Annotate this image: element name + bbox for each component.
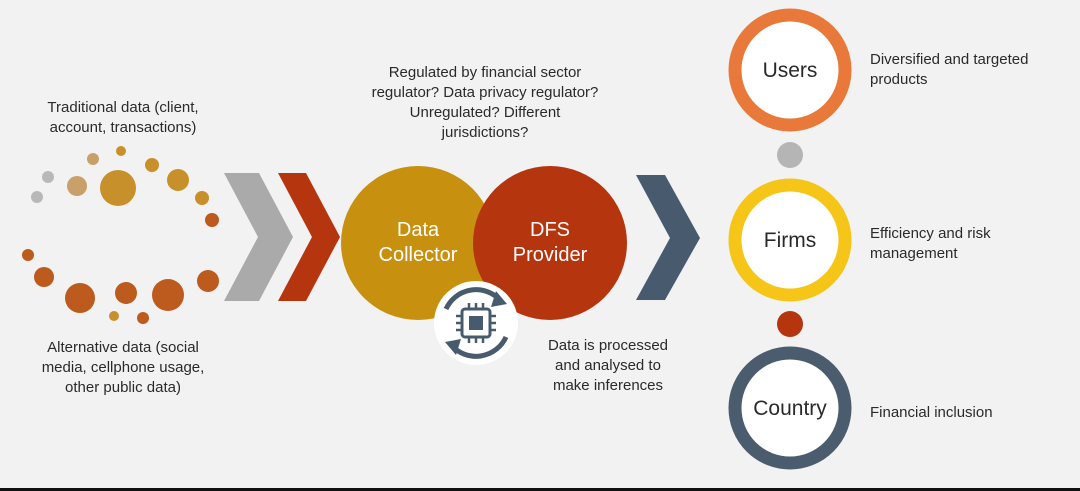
data-dot (116, 146, 126, 156)
data-dot (109, 311, 119, 321)
traditional-data-label: Traditional data (client, account, trans… (47, 99, 199, 136)
cpu-cycle-icon (434, 281, 518, 365)
data-dot (65, 283, 95, 313)
data-dot (205, 213, 219, 227)
chevron-red (278, 173, 340, 301)
firms-ring-label: Firms (764, 229, 816, 252)
processing-label: Data is processed and analysed to make i… (547, 337, 669, 394)
data-dot (31, 191, 43, 203)
users-ring-label: Users (763, 59, 818, 82)
regulation-question-label: Regulated by financial sector regulator?… (371, 64, 599, 141)
dfs-provider-circle (473, 166, 627, 320)
data-dot (67, 176, 87, 196)
data-dot (145, 158, 159, 172)
data-collector-line2: Collector (379, 244, 458, 266)
users-ring (728, 8, 852, 132)
data-collector-line1: Data (397, 219, 440, 241)
data-dot (152, 279, 184, 311)
country-ring (728, 346, 852, 470)
data-dot (195, 191, 209, 205)
data-dot (115, 282, 137, 304)
data-dot (100, 170, 136, 206)
data-dot (87, 153, 99, 165)
data-dots-cluster (22, 146, 219, 324)
data-dot (22, 249, 34, 261)
dfs-provider-line1: DFS (530, 219, 570, 241)
dfs-provider-line2: Provider (513, 244, 588, 266)
country-ring-label: Country (753, 397, 827, 420)
connector-dot-gray (777, 142, 803, 168)
data-dot (167, 169, 189, 191)
data-dot (137, 312, 149, 324)
firms-ring (728, 178, 852, 302)
alternative-data-label: Alternative data (social media, cellphon… (41, 339, 205, 396)
connector-dot-red (777, 311, 803, 337)
bottom-edge-bar (0, 488, 1080, 491)
country-description: Financial inclusion (870, 404, 993, 421)
firms-description: Efficiency and risk management (870, 225, 991, 262)
data-dot (197, 270, 219, 292)
chevron-navy (636, 175, 700, 300)
data-collector-circle (341, 166, 495, 320)
data-dot (34, 267, 54, 287)
chevron-gray (224, 173, 293, 301)
users-description: Diversified and targeted products (870, 51, 1029, 88)
data-dot (42, 171, 54, 183)
